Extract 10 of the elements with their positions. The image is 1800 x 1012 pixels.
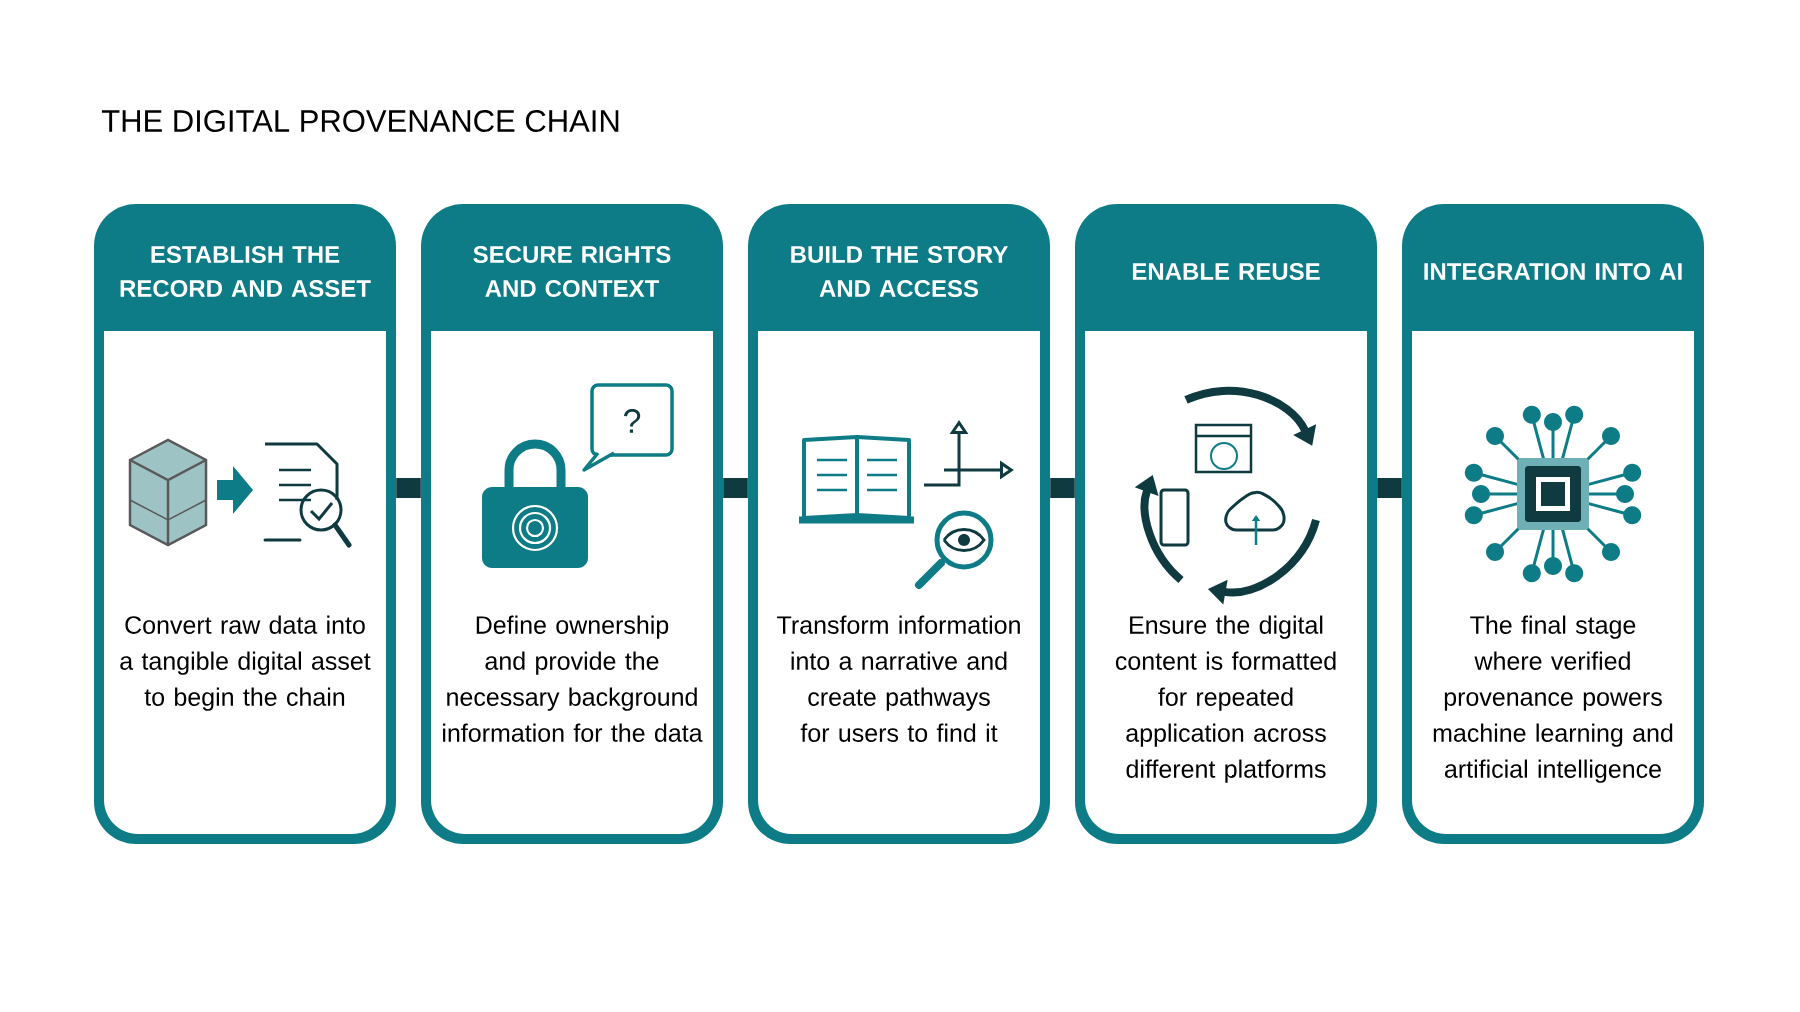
connector-bar [1377, 478, 1402, 498]
title: THE DIGITAL PROVENANCE CHAIN [101, 110, 619, 132]
question-mark: ? [623, 409, 641, 433]
connector-bar [1050, 478, 1075, 498]
connector-bar [396, 478, 421, 498]
connector-bar [723, 478, 748, 498]
step-card: BUILD THE STORY AND ACCESS Transform information into a narrative and create pathways for users to find it [748, 204, 1050, 844]
step-card: ESTABLISH THE RECORD AND ASSET Convert raw data into a tangible digital asset to begin the chain [94, 204, 396, 844]
step-card: ENABLE REUSE Ensure the digital content is formatted for repeated application across different platforms [1075, 204, 1377, 844]
step-card: INTEGRATION INTO AI The final stage where verified provenance powers machine learning and artificial intelligence [1402, 204, 1704, 844]
